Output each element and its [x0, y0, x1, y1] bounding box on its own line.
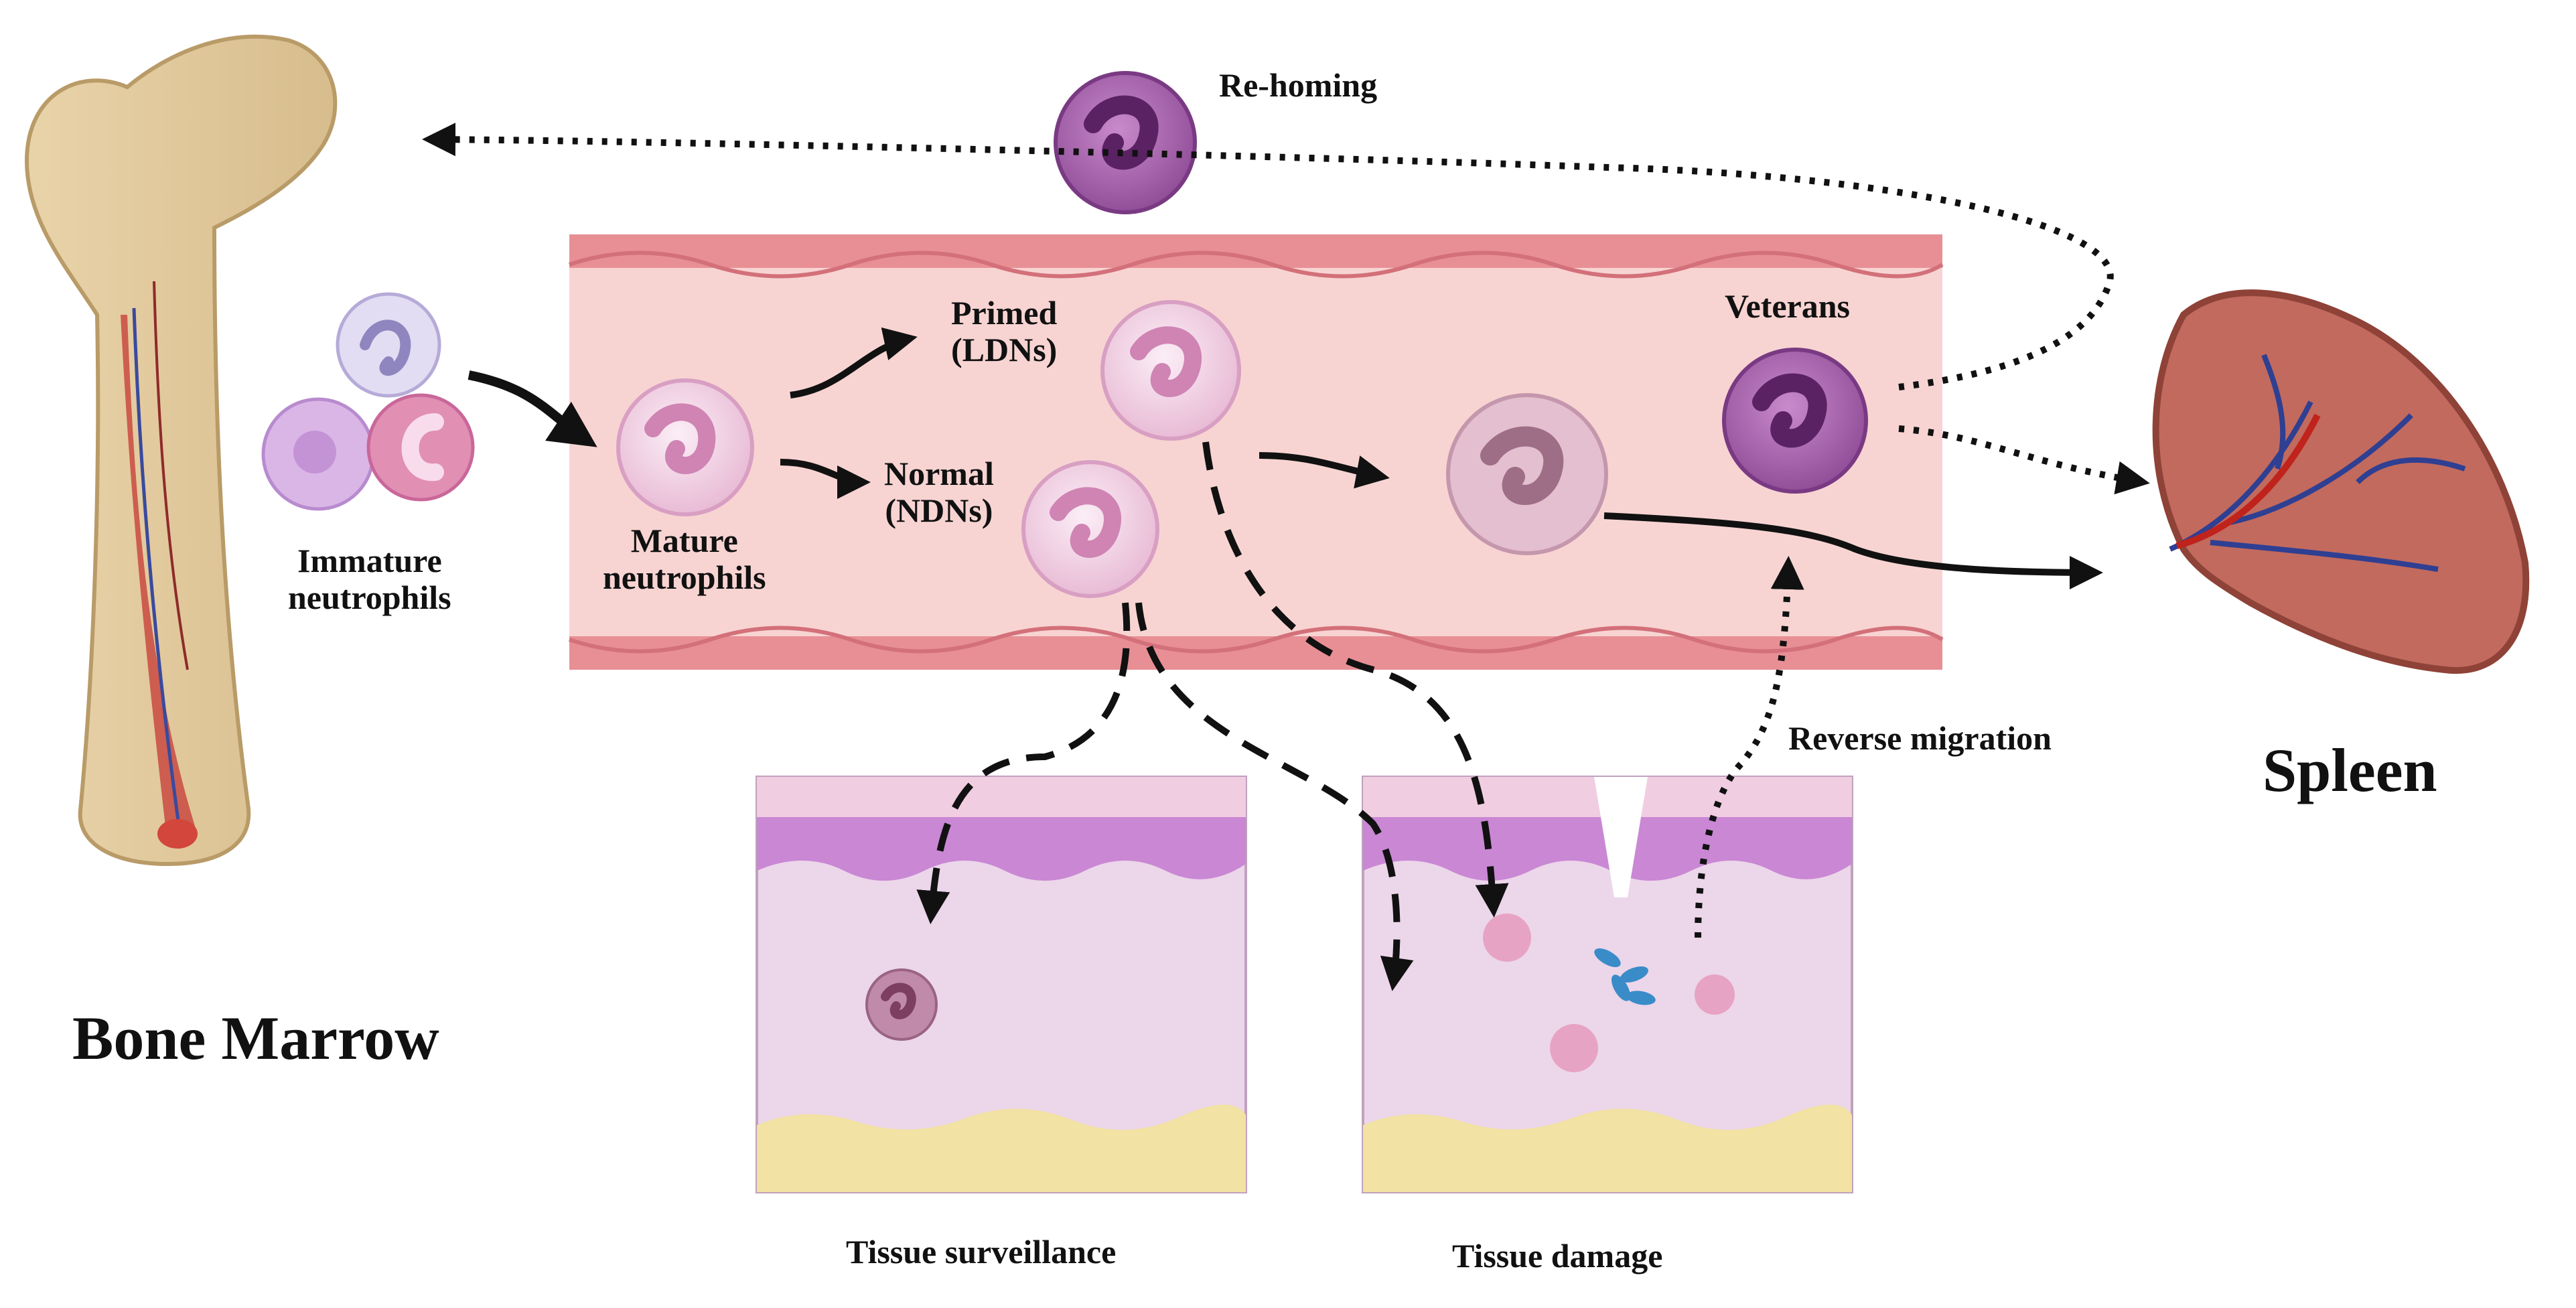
arrow-aging-to-spleen [1603, 512, 2103, 589]
blood-vessel [569, 234, 1944, 670]
aging-neutrophil [1446, 393, 1608, 555]
arrow-to-surveillance [916, 602, 1131, 924]
label-bone-marrow: Bone Marrow [72, 1004, 439, 1072]
spleen-shape [2152, 289, 2530, 674]
label-reverse-migration: Reverse migration [1788, 719, 2052, 757]
arrow-primed-to-damage [1202, 441, 1509, 918]
label-immature-neutrophils: Immature neutrophils [288, 542, 451, 616]
label-spleen: Spleen [2263, 736, 2437, 804]
spleen-artery [2175, 413, 2321, 549]
label-tissue-surveillance: Tissue surveillance [846, 1233, 1117, 1270]
veteran-neutrophil [1722, 348, 1868, 494]
rehoming-neutrophil [1054, 71, 1197, 214]
fat-layer [757, 1104, 1246, 1192]
label-veterans: Veterans [1725, 287, 1851, 325]
arrow-to-aging [1259, 452, 1390, 489]
arrows [422, 123, 2150, 991]
spleen-vessels [2169, 354, 2466, 572]
label-primed: Primed (LDNs) [951, 294, 1058, 368]
primed-neutrophil [1100, 300, 1241, 441]
normal-neutrophil [1021, 460, 1159, 598]
bone-blood-vessel [132, 307, 182, 831]
label-tissue-damage: Tissue damage [1452, 1237, 1663, 1275]
arrow-veteran-to-spleen [1898, 425, 2150, 495]
infiltrating-neutrophil-3 [1695, 974, 1735, 1015]
label-mature-neutrophils: Mature neutrophils [603, 522, 766, 596]
immature-cell-3 [366, 393, 475, 502]
arrow-normal-to-damage [1135, 602, 1414, 991]
spleen-illustration [2152, 289, 2530, 674]
bacteria-cluster [1594, 948, 1656, 1005]
arrow-rehoming [422, 123, 2114, 390]
bone-shape [24, 34, 338, 867]
bone-artery [153, 281, 189, 670]
bone-marrow-illustration [24, 34, 338, 867]
mature-neutrophil [616, 378, 754, 516]
tissue-damage-panel [1362, 776, 1853, 1193]
fat-layer-damaged [1363, 1104, 1852, 1192]
immature-neutrophils-group [261, 292, 475, 511]
vessel-bottom-wall [569, 626, 1944, 670]
vessel-lumen [569, 241, 1942, 670]
epidermis-layer [757, 817, 1246, 881]
arrow-to-normal [780, 459, 871, 499]
vessel-top-wall [569, 234, 1944, 279]
arrow-immature-to-mature [468, 370, 597, 447]
arrow-to-primed [790, 327, 918, 398]
immature-cell-1 [336, 292, 441, 398]
marrow-cavity [121, 315, 196, 847]
tissue-surveillance-panel [756, 776, 1247, 1193]
surveillance-neutrophil [865, 968, 938, 1041]
label-normal: Normal (NDNs) [884, 455, 994, 529]
wound-site [1594, 777, 1648, 897]
infiltrating-neutrophil-2 [1550, 1024, 1598, 1072]
bone-end [157, 819, 198, 849]
infiltrating-neutrophil-1 [1483, 914, 1531, 962]
label-rehoming: Re-homing [1219, 66, 1378, 104]
